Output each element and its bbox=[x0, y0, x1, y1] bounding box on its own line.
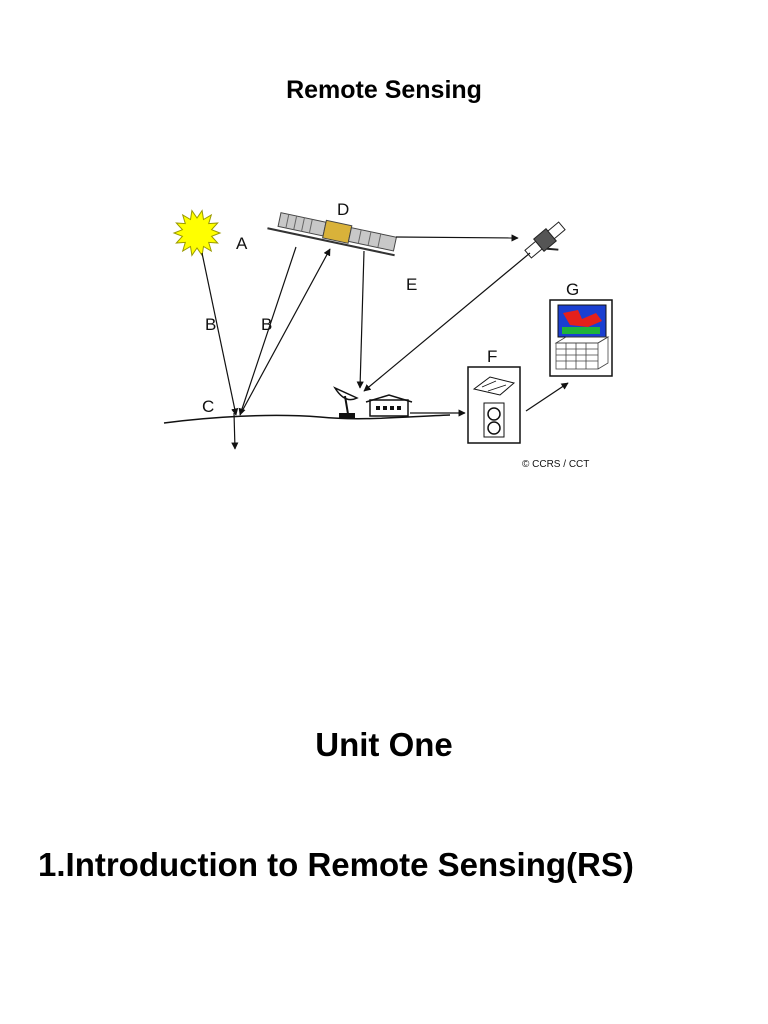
ground-line bbox=[163, 414, 451, 424]
arrow-sun-to-ground bbox=[201, 252, 239, 416]
relay-satellite-icon bbox=[524, 221, 566, 259]
display-monitor-icon bbox=[549, 299, 613, 377]
ground-station-icon bbox=[365, 394, 413, 417]
label-g: G bbox=[566, 280, 579, 299]
label-f: F bbox=[487, 347, 497, 366]
label-a: A bbox=[236, 234, 248, 253]
sun-icon bbox=[172, 209, 222, 257]
arrow-ground-to-satellite bbox=[239, 248, 331, 416]
label-b-left: B bbox=[205, 315, 216, 334]
arrow-satellite-to-ground bbox=[238, 246, 297, 416]
processing-unit-icon bbox=[467, 366, 521, 444]
label-d: D bbox=[337, 200, 349, 219]
arrow-satellite-to-relay bbox=[395, 234, 519, 242]
arrow-relay-to-dish bbox=[363, 252, 531, 392]
satellite-icon bbox=[267, 212, 397, 257]
antenna-dish-icon bbox=[333, 386, 359, 419]
diagram-svg: A B B C D E F G © CCRS / CCT bbox=[163, 200, 613, 470]
label-c: C bbox=[202, 397, 214, 416]
label-e: E bbox=[406, 275, 417, 294]
remote-sensing-diagram: A B B C D E F G © CCRS / CCT bbox=[150, 185, 630, 485]
unit-heading: Unit One bbox=[315, 726, 453, 763]
image-credit: © CCRS / CCT bbox=[522, 459, 589, 470]
arrow-processing-to-display bbox=[525, 382, 569, 412]
arrow-ground-down bbox=[231, 412, 239, 450]
page-title: Remote Sensing bbox=[286, 76, 482, 104]
label-b-right: B bbox=[261, 315, 272, 334]
section-heading: 1.Introduction to Remote Sensing(RS) bbox=[38, 846, 634, 883]
arrow-satellite-to-dish bbox=[356, 250, 365, 389]
